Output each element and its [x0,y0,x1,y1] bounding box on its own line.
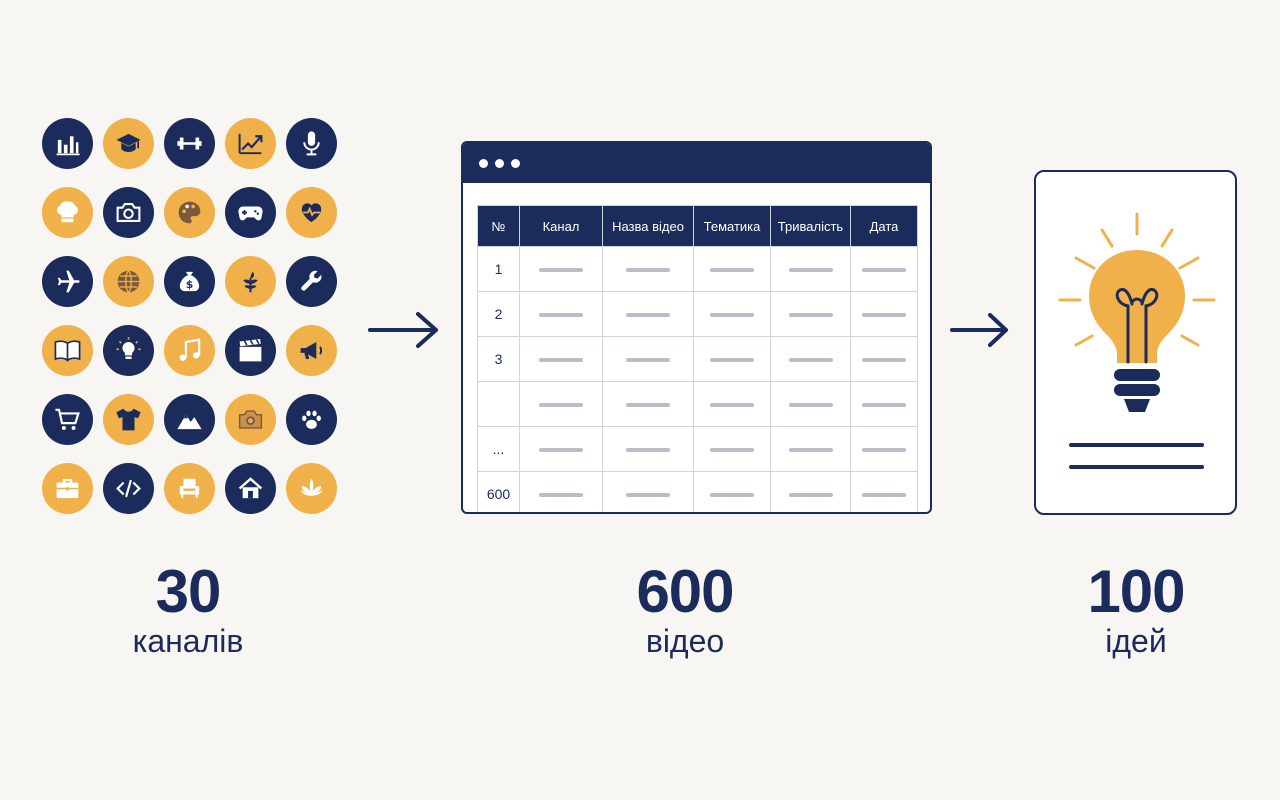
text-line [1069,465,1204,469]
shopping-cart-icon [42,394,93,445]
lotus-icon [286,463,337,514]
table-row: 600 [477,471,918,512]
megaphone-icon [286,325,337,376]
placeholder-line [710,358,754,363]
placeholder-line [539,268,583,273]
dumbbell-icon [164,118,215,169]
placeholder-line [539,448,583,453]
placeholder-line [788,313,833,318]
gamepad-icon [225,187,276,238]
row-number: 600 [477,471,520,512]
bar-chart-icon [42,118,93,169]
camera-icon [103,187,154,238]
placeholder-line [539,493,583,498]
plant-icon [225,256,276,307]
placeholder-line [862,403,906,408]
idea-card [1034,170,1237,515]
placeholder-line [626,448,670,453]
placeholder-line [862,313,906,318]
placeholder-line [539,403,583,408]
placeholder-line [710,403,754,408]
house-icon [225,463,276,514]
videos-label: відео [645,623,725,659]
column-header: Тематика [693,205,771,247]
placeholder-line [626,493,670,498]
svg-text:$: $ [186,278,194,291]
placeholder-line [626,313,670,318]
channels-count: 30 [155,558,222,625]
table-header-row: № Канал Назва відео Тематика Тривалість … [477,205,918,247]
window-dot-icon [511,158,520,168]
placeholder-line [862,493,906,498]
placeholder-line [710,268,754,273]
paw-icon [286,394,337,445]
placeholder-line [710,313,754,318]
globe-icon [103,256,154,307]
clapperboard-icon [225,325,276,376]
placeholder-line [626,358,670,363]
text-line [1069,443,1204,447]
row-number: 1 [477,246,520,292]
code-icon [103,463,154,514]
video-table: № Канал Назва відео Тематика Тривалість … [477,205,918,512]
book-icon [42,325,93,376]
column-header: Канал [519,205,603,247]
table-row: 1 [477,246,918,292]
wrench-icon [286,256,337,307]
placeholder-line [539,313,583,318]
arrow-right-icon [368,312,438,348]
placeholder-line [710,448,754,453]
placeholder-line [626,403,670,408]
placeholder-line [788,448,833,453]
lightbulb-icon [103,325,154,376]
table-row: 2 [477,291,918,337]
photo-camera-icon [225,394,276,445]
placeholder-line [539,358,583,363]
channel-icon-grid: $ [42,118,337,514]
arrow-right-icon [950,313,1008,347]
table-row: 3 [477,336,918,382]
placeholder-line [788,268,833,273]
row-number [477,381,520,427]
spreadsheet-window: № Канал Назва відео Тематика Тривалість … [461,141,932,514]
placeholder-line [788,358,833,363]
channels-label: каналів [132,623,244,659]
placeholder-line [862,448,906,453]
mountain-icon [164,394,215,445]
placeholder-line [862,358,906,363]
placeholder-line [626,268,670,273]
row-number: 2 [477,291,520,337]
row-number: ... [477,426,520,472]
placeholder-line [788,403,833,408]
table-row [477,381,918,427]
window-title-bar [463,143,930,183]
trending-up-icon [225,118,276,169]
placeholder-line [710,493,754,498]
column-header: Дата [850,205,918,247]
row-number: 3 [477,336,520,382]
chef-hat-icon [42,187,93,238]
ideas-count: 100 [1087,558,1185,625]
table-row: ... [477,426,918,472]
money-bag-icon: $ [164,256,215,307]
music-note-icon [164,325,215,376]
graduation-cap-icon [103,118,154,169]
palette-icon [164,187,215,238]
window-dot-icon [479,158,488,168]
window-dot-icon [495,158,504,168]
placeholder-line [862,268,906,273]
column-header: Тривалість [770,205,851,247]
armchair-icon [164,463,215,514]
column-header: № [477,205,520,247]
ideas-label: ідей [1105,623,1167,659]
column-header: Назва відео [602,205,694,247]
airplane-icon [42,256,93,307]
lightbulb-icon [1058,212,1216,412]
heart-pulse-icon [286,187,337,238]
briefcase-icon [42,463,93,514]
placeholder-line [788,493,833,498]
videos-count: 600 [636,558,734,625]
t-shirt-icon [103,394,154,445]
microphone-icon [286,118,337,169]
